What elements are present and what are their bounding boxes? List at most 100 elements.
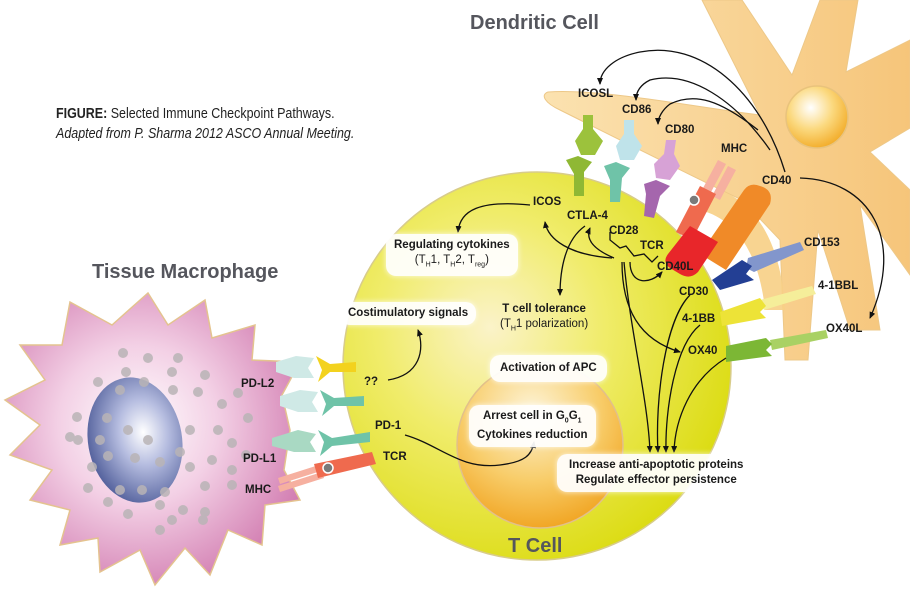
granule <box>200 481 210 491</box>
granule <box>118 348 128 358</box>
arrow-cd40-ox40l <box>799 177 885 319</box>
effect-arrest-cell-line1: Arrest cell in G0G1 <box>482 410 582 425</box>
granule <box>168 385 178 395</box>
granule <box>73 435 83 445</box>
granule <box>167 515 177 525</box>
label-pd1: PD-1 <box>375 420 402 432</box>
label-mhc-dc: MHC <box>721 143 748 155</box>
effect-regulating-cytokines-sub: (TH1, TH2, Treg) <box>414 254 489 269</box>
granule <box>198 515 208 525</box>
effect-arrest-cell: Arrest cell in G0G1 Cytokines reduction <box>469 405 596 448</box>
arrow-4-1bb-persistence <box>662 324 701 453</box>
granule <box>95 435 105 445</box>
effect-arrest-cell-line2: Cytokines reduction <box>477 429 588 442</box>
receptor-cd40-cd40l <box>665 184 771 277</box>
arrow-cd30-persistence <box>654 294 691 453</box>
receptor-ox40-ox40l <box>726 330 828 362</box>
label-ox40: OX40 <box>688 345 718 357</box>
granule <box>65 432 75 442</box>
label-ctla4: CTLA-4 <box>567 210 608 222</box>
macrophage-cell <box>3 291 302 587</box>
label-pdl1: PD-L1 <box>243 453 277 465</box>
granule <box>137 485 147 495</box>
granule <box>178 505 188 515</box>
granule <box>213 425 223 435</box>
granule <box>115 385 125 395</box>
granule <box>103 497 113 507</box>
caption-prefix: FIGURE: <box>56 106 108 122</box>
dendritic-cell-arm <box>700 190 785 310</box>
label-cd80: CD80 <box>665 124 695 136</box>
macrophage-nucleus <box>87 377 183 503</box>
granule <box>130 453 140 463</box>
arrow-tcr-icos <box>543 221 613 259</box>
dendritic-cell-nucleus <box>785 85 849 149</box>
granule <box>143 435 153 445</box>
receptor-cd30-cd153 <box>712 242 804 290</box>
effect-t-cell-tolerance-sub: (TH1 polarization) <box>500 318 589 333</box>
caption-title: Selected Immune Checkpoint Pathways. <box>107 106 335 122</box>
effect-regulating-cytokines: Regulating cytokines (TH1, TH2, Treg) <box>386 234 518 277</box>
granule <box>200 370 210 380</box>
granule <box>173 353 183 363</box>
arrow-tcr-ctla4 <box>584 227 615 259</box>
granule <box>241 450 251 460</box>
label-cd86: CD86 <box>622 104 652 116</box>
granule <box>233 388 243 398</box>
tcr-signal-line <box>609 232 659 263</box>
label-cd30: CD30 <box>679 286 709 298</box>
granule <box>123 425 133 435</box>
arrow-cd40-icosl <box>597 49 786 173</box>
granule <box>185 425 195 435</box>
effect-persistence-line1: Increase anti-apoptotic proteins <box>569 459 744 471</box>
receptor-pd1-pdl1 <box>272 430 370 456</box>
t-cell-title: T Cell <box>508 535 563 557</box>
label-cd40: CD40 <box>762 175 792 187</box>
receptor-4-1bb-4-1bbl <box>720 286 816 326</box>
receptor-unknown-pdl2 <box>276 356 356 382</box>
granule <box>155 457 165 467</box>
signal-arrows <box>387 49 885 467</box>
label-unknown-receptor: ?? <box>364 376 379 388</box>
arrow-tcr-persistence <box>623 261 653 453</box>
effect-costimulatory-signals: Costimulatory signals <box>340 302 477 325</box>
macrophage-granules <box>65 348 253 535</box>
effect-t-cell-tolerance-title: T cell tolerance <box>502 303 586 315</box>
granule <box>217 399 227 409</box>
label-ox40l: OX40L <box>826 323 863 335</box>
figure-caption: FIGURE: Selected Immune Checkpoint Pathw… <box>56 104 354 144</box>
label-icos: ICOS <box>533 196 562 208</box>
arrow-unknown-costimulatory <box>387 329 423 381</box>
arrow-tcr-ox40 <box>621 261 681 354</box>
effect-t-cell-tolerance: T cell tolerance (TH1 polarization) <box>500 302 588 336</box>
granule <box>185 462 195 472</box>
granule <box>139 377 149 387</box>
receptor-pd1-pdl2 <box>280 390 364 416</box>
dendritic-cell-title: Dendritic Cell <box>470 12 599 34</box>
receptor-icos-icosl <box>566 115 603 196</box>
label-tcr-bottom: TCR <box>383 451 407 463</box>
granule <box>93 377 103 387</box>
granule <box>175 447 185 457</box>
granule <box>193 387 203 397</box>
granule <box>200 507 210 517</box>
effect-activation-apc: Activation of APC <box>490 355 607 382</box>
granule <box>143 353 153 363</box>
granule <box>227 438 237 448</box>
granule <box>167 367 177 377</box>
effect-regulating-cytokines-title: Regulating cytokines <box>394 239 510 251</box>
label-icosl: ICOSL <box>578 88 614 100</box>
granule <box>207 455 217 465</box>
granule <box>227 480 237 490</box>
label-cd40l: CD40L <box>657 261 694 273</box>
arrow-tcr-cd40l <box>629 261 663 282</box>
arrow-cd40-cd80 <box>655 98 759 131</box>
macrophage-title: Tissue Macrophage <box>92 261 279 283</box>
receptor-cd28-cd80 <box>644 140 680 218</box>
granule <box>227 465 237 475</box>
granule <box>103 451 113 461</box>
receptor-ctla4-cd86 <box>604 120 642 202</box>
granule <box>87 462 97 472</box>
label-4-1bbl: 4-1BBL <box>818 280 859 292</box>
granule <box>115 485 125 495</box>
